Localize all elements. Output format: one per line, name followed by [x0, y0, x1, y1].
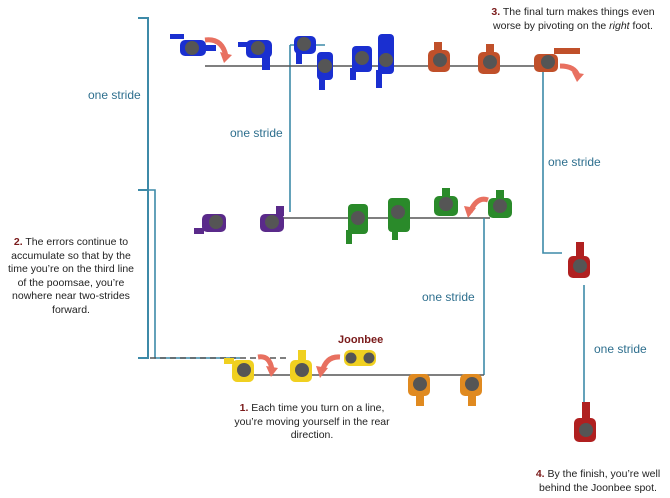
stride-label-left: one stride: [88, 88, 141, 102]
pivot-arrow-head-icon: [464, 206, 476, 218]
right-stride-connector: [542, 70, 562, 254]
pivot-arrow-head-icon: [266, 366, 278, 377]
blue-figure-icon: [317, 52, 333, 90]
orange-red-figure-icon: [534, 48, 580, 72]
note-3: 3. The final turn makes things even wors…: [480, 6, 666, 33]
purple-figure-icon: [260, 206, 284, 232]
green-figure-icon: [346, 204, 368, 244]
green-figure-icon: [388, 198, 410, 240]
blue-figure-icon: [350, 46, 372, 80]
orange-red-figure-icon: [428, 42, 450, 72]
blue-figure-icon: [294, 36, 316, 64]
note-3-end: foot.: [629, 19, 653, 32]
note-4-number: 4.: [535, 468, 545, 480]
stride-label-right: one stride: [548, 155, 601, 169]
note-1: 1. Each time you turn on a line, you’re …: [232, 402, 392, 443]
purple-figure-icon: [194, 214, 226, 234]
stride-label-lower: one stride: [422, 290, 475, 304]
yellow-figure-icon: [290, 350, 312, 382]
orange-figure-icon: [408, 374, 430, 406]
blue-figure-icon: [238, 40, 272, 70]
note-4: 4. By the finish, you’re well behind the…: [530, 468, 666, 495]
green-figure-icon: [434, 188, 458, 216]
joonbee-label: Joonbee: [338, 334, 384, 346]
orange-red-figure-icon: [478, 44, 500, 74]
note-4-text: By the finish, you’re well behind the Jo…: [539, 468, 661, 494]
yellow-figure-icon: [224, 358, 254, 382]
note-1-text: Each time you turn on a line, you’re mov…: [234, 402, 390, 441]
left-stride-bracket: [138, 17, 149, 359]
blue-figure-icon: [376, 34, 394, 88]
pivot-arrow-head-icon: [316, 366, 328, 378]
note-3-text: The final turn makes things even worse b…: [493, 6, 655, 32]
note-1-number: 1.: [239, 402, 249, 414]
orange-figure-icon: [460, 374, 482, 406]
note-2: 2. The errors continue to accumulate so …: [6, 236, 136, 317]
left-connector: [148, 189, 240, 359]
stride-label-final: one stride: [594, 342, 647, 356]
dark-red-figure-icon: [568, 242, 590, 278]
blue-figure-icon: [170, 34, 216, 56]
joonbee-figure-icon: [344, 350, 376, 366]
pivot-arrow-icon: [204, 37, 229, 57]
pivot-arrow-head-icon: [572, 72, 584, 82]
pivot-arrow-head-icon: [220, 52, 232, 63]
green-figure-icon: [488, 190, 512, 218]
stride-label-mid: one stride: [230, 126, 283, 140]
note-2-text: The errors continue to accumulate so tha…: [7, 236, 135, 316]
note-2-number: 2.: [13, 236, 23, 248]
dark-red-figure-icon: [574, 402, 596, 442]
note-3-number: 3.: [491, 6, 501, 18]
note-3-emphasis: right: [609, 19, 630, 32]
